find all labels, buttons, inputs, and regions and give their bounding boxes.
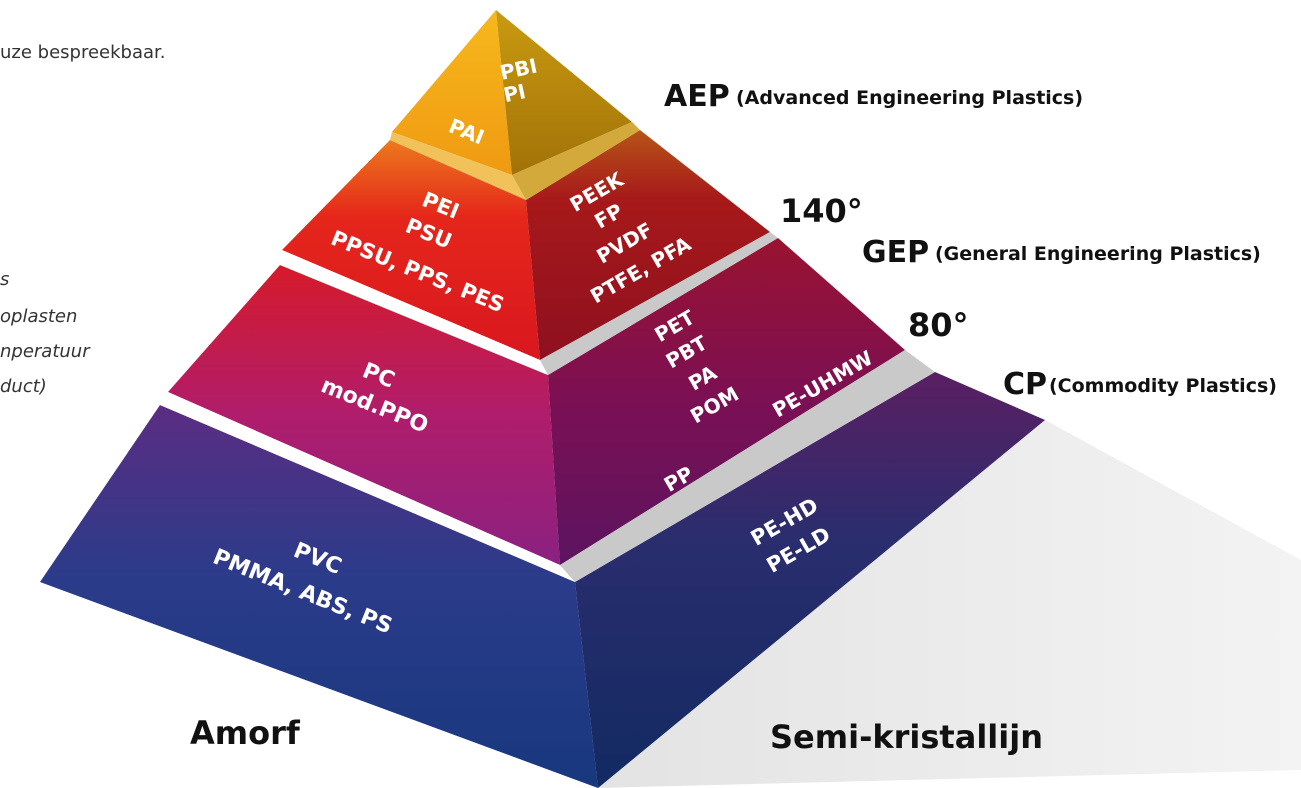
intro-text: uze bespreekbaar. (0, 42, 166, 63)
side-note-line: nperatuur (0, 341, 91, 362)
label-pi: PI (501, 79, 528, 107)
separator-cp-right (560, 350, 935, 582)
tier-name-gep: (General Engineering Plastics) (935, 243, 1261, 265)
tier-abbr-gep: GEP (862, 235, 929, 270)
side-note-line: s (0, 269, 9, 290)
tier-name-aep: (Advanced Engineering Plastics) (736, 87, 1083, 109)
separator-aep-right (512, 122, 640, 200)
separator-gep-left (280, 250, 548, 375)
tier-cp-mid-right-face (548, 238, 905, 565)
separator-cp-left (160, 392, 575, 582)
tier-label-gep: GEP (General Engineering Plastics) (862, 235, 1261, 270)
tier-abbr-aep: AEP (664, 79, 730, 114)
aep-amorphous-labels: PBI PI PAI (446, 54, 540, 150)
separator-aep-left (390, 132, 526, 200)
side-note-line: oplasten (0, 306, 77, 327)
temperature-140: 140° (780, 192, 863, 230)
tier-name-cp: (Commodity Plastics) (1049, 375, 1277, 397)
tier-cp-mid-left-face (168, 265, 560, 565)
tier-cp-base-left-face (40, 405, 598, 788)
tier-cp-base-right-face (575, 372, 1045, 788)
tier-label-cp: CP (Commodity Plastics) (1003, 367, 1277, 402)
separator-gep-right (540, 232, 778, 375)
temperature-80: 80° (908, 306, 969, 344)
tier-separators (160, 122, 935, 582)
tier-label-aep: AEP (Advanced Engineering Plastics) (664, 79, 1083, 114)
side-note: s oplasten nperatuur duct) (0, 269, 91, 397)
tier-aep-left-face (392, 10, 512, 175)
footer-amorphous: Amorf (190, 714, 301, 752)
footer-semicrystalline: Semi-kristallijn (770, 718, 1043, 756)
side-note-line: duct) (0, 376, 47, 397)
tier-abbr-cp: CP (1003, 367, 1047, 402)
tier-gep-left-face (282, 140, 540, 360)
tier-aep-right-face (496, 10, 632, 175)
tier-gep-right-face (526, 130, 770, 360)
